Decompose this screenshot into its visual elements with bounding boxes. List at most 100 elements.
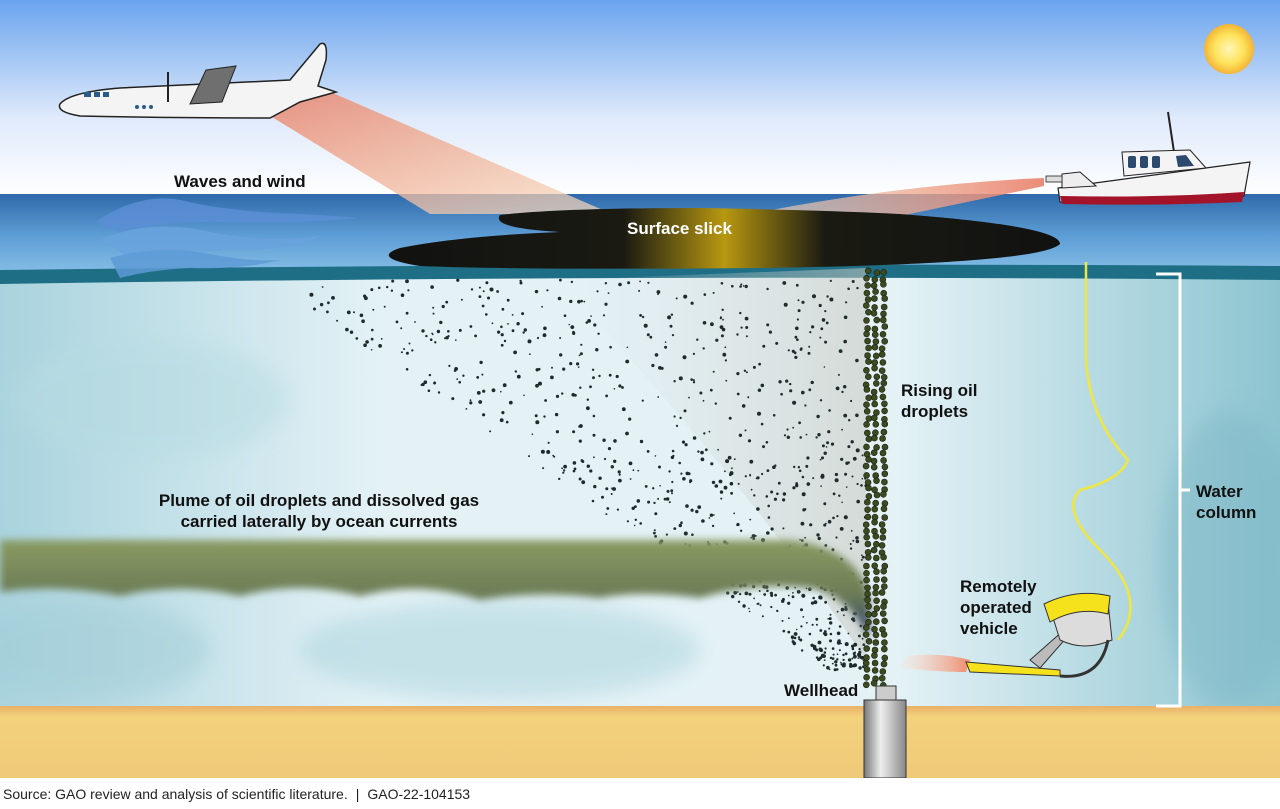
oil-droplet (804, 536, 806, 539)
oil-droplet (821, 444, 825, 448)
rising-oil-droplet (873, 576, 880, 583)
oil-droplet (770, 594, 774, 597)
oil-droplet (541, 305, 543, 308)
rising-oil-droplet (880, 310, 887, 318)
rising-oil-droplet (863, 429, 871, 437)
oil-droplet (819, 458, 822, 461)
plume-label: Plume of oil droplets and dissolved gas … (138, 490, 500, 532)
oil-droplet (528, 455, 530, 458)
oil-droplet (768, 330, 773, 334)
surface-slick (388, 208, 1060, 269)
oil-droplet (806, 482, 811, 486)
rising-oil-droplet (863, 472, 870, 479)
rising-oil-droplet (880, 567, 888, 575)
oil-droplet (776, 609, 779, 613)
oil-droplet (666, 489, 670, 493)
oil-droplet (535, 420, 540, 425)
oil-droplet (832, 598, 836, 601)
oil-droplet (820, 474, 825, 479)
oil-droplet (848, 419, 851, 422)
oil-droplet (842, 653, 845, 657)
oil-droplet (688, 396, 690, 399)
rising-oil-droplets (862, 267, 889, 689)
oil-droplet (421, 329, 425, 333)
oil-droplet (607, 447, 612, 451)
oil-droplet (724, 359, 728, 362)
oil-droplet (855, 448, 860, 453)
oil-droplet (852, 456, 857, 461)
oil-droplet (479, 360, 483, 365)
oil-droplet (570, 325, 575, 329)
oil-droplet (363, 294, 367, 298)
oil-spill-diagram (0, 0, 1280, 778)
oil-droplet (776, 492, 779, 496)
rising-oil-droplet (871, 400, 879, 408)
oil-droplet (856, 286, 859, 290)
oil-droplet (681, 440, 686, 444)
oil-droplet (679, 416, 682, 420)
oil-droplet (855, 413, 859, 418)
oil-droplet (813, 600, 818, 605)
rising-oil-droplet (870, 679, 878, 687)
oil-droplet (789, 382, 792, 386)
oil-droplet (331, 296, 335, 300)
oil-droplet (827, 618, 829, 620)
oil-droplet (425, 334, 428, 338)
oil-droplet (641, 399, 644, 402)
oil-droplet (601, 495, 604, 499)
rising-oil-droplet (863, 666, 871, 673)
rising-oil-droplet (873, 605, 881, 612)
oil-droplet (554, 412, 559, 417)
oil-droplet (592, 376, 595, 380)
oil-droplet (756, 507, 760, 511)
oil-droplet (496, 290, 499, 293)
rising-oil-droplet (878, 386, 886, 393)
oil-droplet (818, 303, 822, 308)
oil-droplet (733, 590, 738, 595)
rising-oil-droplet (878, 345, 886, 353)
oil-droplet (476, 391, 481, 395)
oil-droplet (815, 648, 818, 651)
oil-droplet (469, 325, 473, 328)
oil-droplet (485, 313, 488, 316)
oil-droplet (838, 649, 841, 652)
oil-droplet (708, 430, 711, 433)
oil-droplet (817, 536, 821, 541)
oil-droplet (747, 396, 750, 399)
oil-droplet (615, 374, 619, 379)
rising-oil-droplet (862, 659, 870, 667)
oil-droplet (852, 539, 855, 542)
rov-label-line2: operated (960, 598, 1032, 617)
oil-droplet (391, 279, 395, 283)
oil-droplet (811, 325, 815, 329)
oil-droplet (458, 328, 462, 332)
rov-label-line3: vehicle (960, 619, 1018, 638)
oil-droplet (781, 597, 785, 601)
rising-oil-droplet (881, 500, 889, 507)
rising-oil-droplet (881, 654, 889, 662)
rising-oil-droplet (872, 631, 880, 639)
oil-droplet (766, 323, 770, 327)
oil-droplet (807, 351, 811, 355)
oil-droplet (861, 454, 864, 457)
oil-droplet (580, 299, 583, 303)
oil-droplet (860, 558, 863, 561)
oil-droplet (849, 543, 852, 545)
rising-oil-droplet (864, 554, 872, 561)
oil-droplet (801, 539, 804, 542)
oil-droplet (831, 662, 834, 665)
oil-droplet (593, 456, 595, 459)
oil-droplet (712, 291, 715, 294)
oil-droplet (487, 296, 490, 300)
oil-droplet (843, 315, 848, 320)
oil-droplet (835, 386, 840, 391)
rising-oil-droplet (863, 443, 870, 451)
oil-droplet (607, 292, 610, 294)
oil-droplet (572, 469, 576, 473)
oil-droplet (714, 402, 717, 405)
oil-droplet (840, 642, 842, 645)
rising-oil-droplet (864, 325, 871, 332)
oil-droplet (590, 315, 592, 317)
oil-droplet (860, 655, 864, 660)
water-column-label-line1: Water (1196, 482, 1243, 501)
